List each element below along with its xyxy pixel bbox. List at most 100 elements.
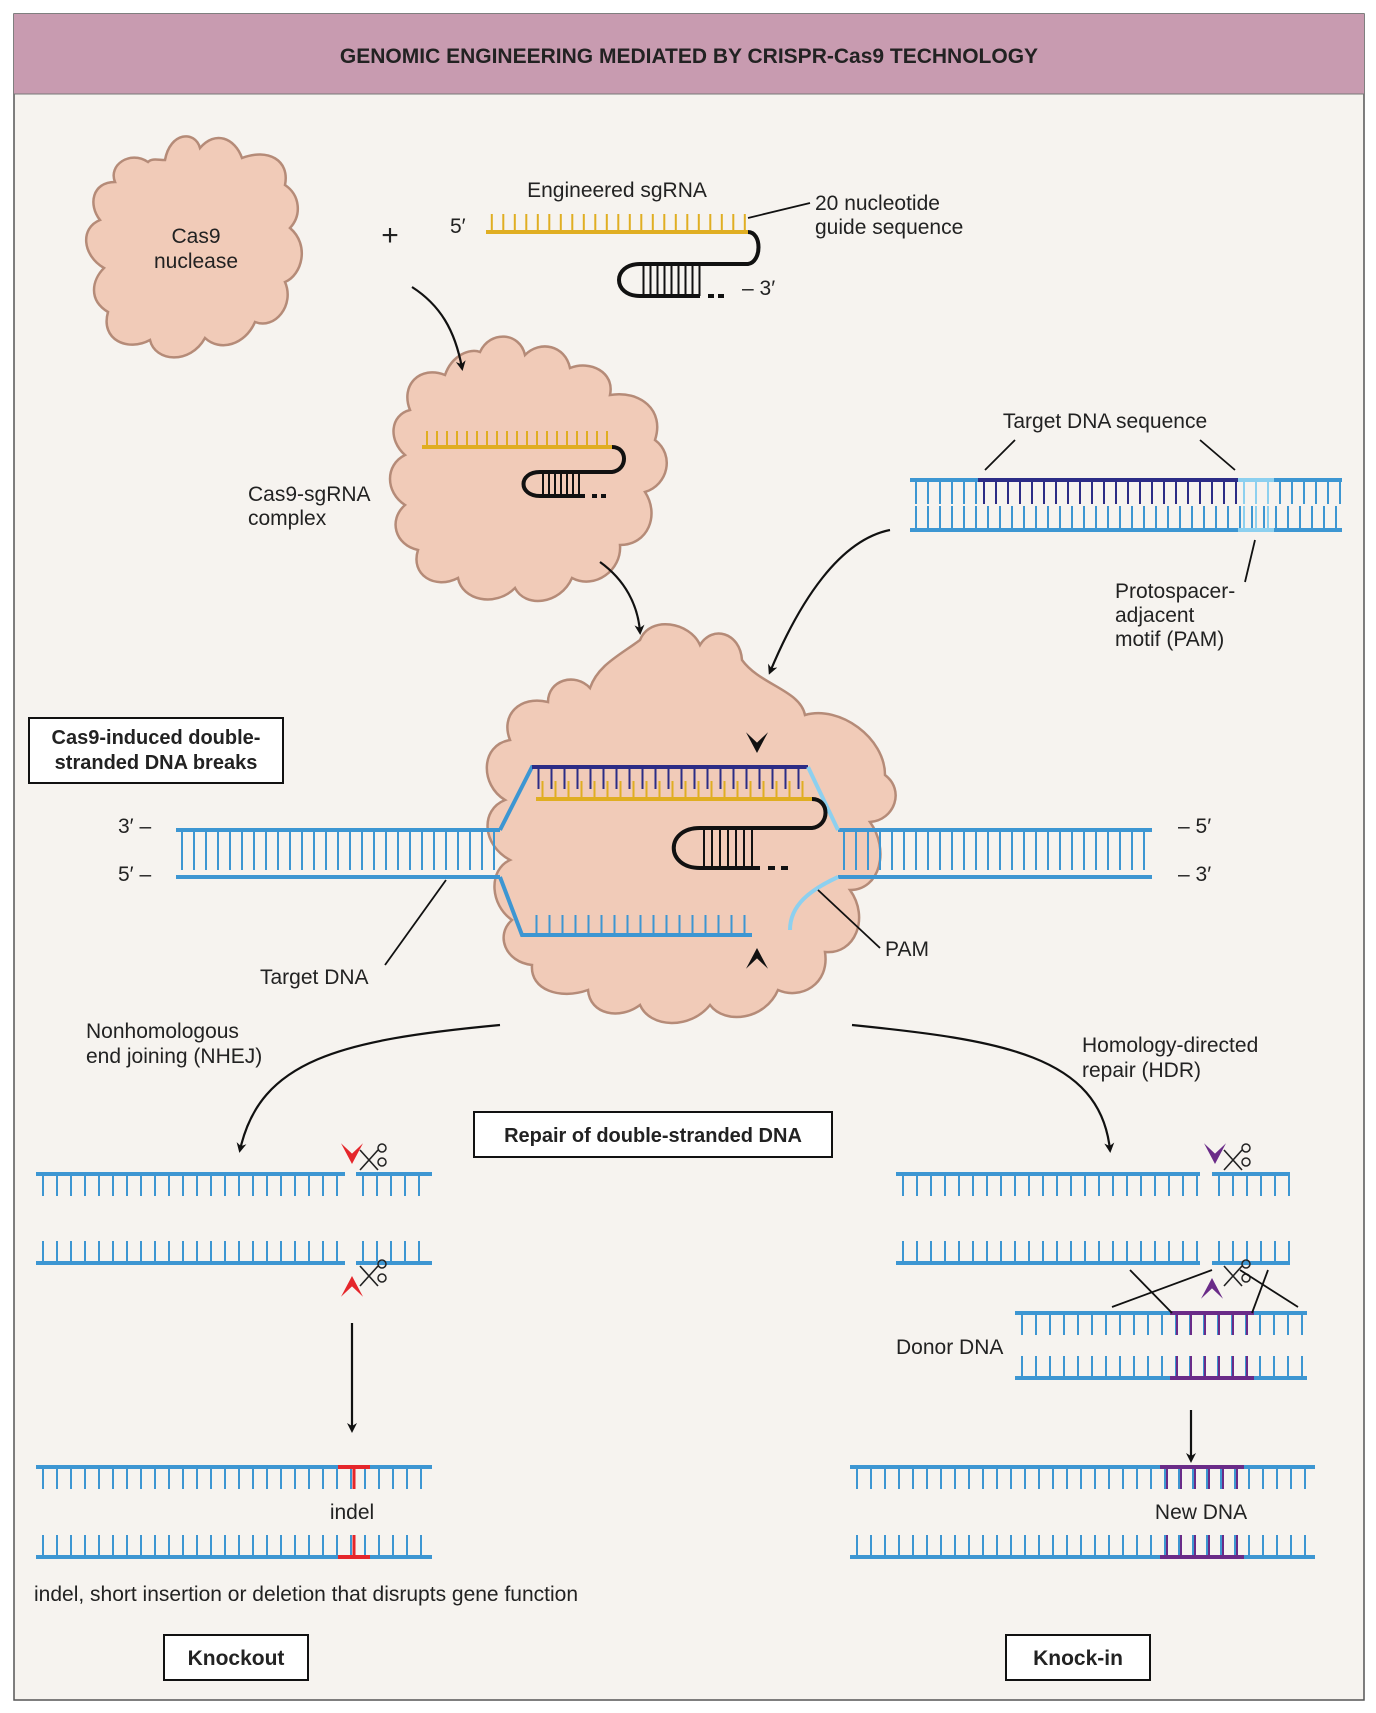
arrow-to-hdr	[851, 1023, 1115, 1153]
bound-sgrna-bases	[541, 781, 804, 799]
repair-box	[473, 1111, 833, 1158]
knockin-new-bottom-bases	[1166, 1535, 1238, 1557]
cas9-label-line2: nuclease	[154, 250, 238, 273]
complex-sgrna-bases	[426, 431, 608, 447]
crossover-d	[1239, 1269, 1299, 1308]
target-bottom-left-bases	[915, 506, 1337, 530]
open-bottom-pam	[788, 875, 839, 931]
knockin-label: Knock-in	[1033, 1647, 1123, 1670]
guide-label-line2: guide sequence	[815, 216, 963, 239]
target-top-left-bases	[915, 480, 977, 504]
crossover-a	[1129, 1269, 1173, 1314]
pam-central-leader	[817, 889, 881, 949]
cas9-nuclease-blob	[84, 135, 303, 359]
crossover-b	[1111, 1269, 1213, 1308]
nhej-scissors-top-ring-b	[377, 1157, 387, 1167]
indel-label: indel	[330, 1501, 374, 1524]
plus-sign: +	[381, 219, 399, 252]
complex-label-line2: complex	[248, 507, 327, 530]
sgrna-5prime-label: 5′	[450, 215, 466, 238]
target-dna-label: Target DNA	[260, 966, 369, 989]
guide-label-line1: 20 nucleotide	[815, 192, 940, 215]
complex-label-line1: Cas9-sgRNA	[248, 483, 371, 506]
knockout-top-bases	[42, 1467, 422, 1489]
breaks-label-line2: stranded DNA breaks	[55, 752, 258, 774]
arrow-target-to-complex	[768, 528, 891, 675]
open-bottom-strand-bases	[535, 915, 746, 935]
breaks-box	[28, 717, 284, 784]
nhej-label-line2: end joining (NHEJ)	[86, 1045, 262, 1068]
cut-arrowhead-bottom	[746, 948, 768, 969]
bound-sgrna-hairpin-bases	[703, 828, 753, 868]
central-top-right-bases	[843, 830, 1145, 870]
target-top-seq-bases	[983, 480, 1237, 504]
free-sgrna-hairpin	[617, 230, 761, 298]
nhej-scissors-bottom	[359, 1265, 379, 1287]
bound-sgrna-hairpin	[671, 797, 828, 870]
hdr-cut1-left-bases	[902, 1174, 1198, 1196]
free-sgrna-bases	[490, 214, 746, 232]
left-3prime-end: 3′ –	[118, 815, 151, 838]
hdr-arrowhead-top	[1204, 1143, 1226, 1164]
knockout-bottom-bases	[42, 1535, 422, 1557]
sgrna-3prime-label: – 3′	[742, 277, 775, 300]
knockin-top-bases	[856, 1467, 1306, 1489]
knockin-box	[1005, 1634, 1151, 1681]
nhej-scissors-bottom-ring-b	[377, 1273, 387, 1283]
indel-footnote: indel, short insertion or deletion that …	[34, 1583, 578, 1606]
nhej-label-line1: Nonhomologous	[86, 1020, 239, 1043]
open-bottom-strand	[498, 876, 752, 937]
target-seq-bracket-left	[984, 439, 1016, 471]
target-top-pam-bases	[1243, 480, 1269, 504]
donor-new-top-bases	[1176, 1313, 1248, 1335]
target-seq-bracket-right	[1199, 439, 1236, 471]
nhej-red-arrowhead-top	[341, 1143, 363, 1164]
free-sgrna-hairpin-bases	[642, 264, 701, 296]
breaks-label-line1: Cas9-induced double-	[52, 727, 261, 749]
left-5prime-end: 5′ –	[118, 863, 151, 886]
donor-new-bottom-bases	[1176, 1356, 1248, 1378]
arrow-to-nhej	[236, 1023, 501, 1153]
nhej-cut1-right-bases	[362, 1174, 420, 1196]
pam-label-line3: motif (PAM)	[1115, 628, 1224, 651]
guide-leader-line	[747, 202, 811, 219]
knockin-bottom-bases	[856, 1535, 1306, 1557]
open-target-strand-bases	[537, 767, 800, 789]
central-top-left-bases	[181, 830, 495, 870]
target-sequence-label: Target DNA sequence	[1003, 410, 1207, 433]
hdr-cut1-right-bases	[1218, 1174, 1290, 1196]
right-3prime-end: – 3′	[1178, 863, 1211, 886]
pam-label: PAM	[885, 938, 929, 961]
nhej-scissors-top	[359, 1149, 379, 1171]
repair-label: Repair of double-stranded DNA	[504, 1125, 802, 1147]
nhej-red-arrowhead-bottom	[341, 1276, 363, 1297]
new-dna-label: New DNA	[1155, 1501, 1247, 1524]
hdr-scissors-bottom-ring-a	[1241, 1259, 1251, 1269]
target-top-right-bases	[1279, 480, 1341, 504]
complex-sgrna-hairpin	[521, 445, 626, 498]
knockin-new-top-bases	[1166, 1467, 1238, 1489]
hdr-scissors-top-ring-a	[1241, 1143, 1251, 1153]
nhej-scissors-bottom-ring-a	[377, 1259, 387, 1269]
sgrna-label: Engineered sgRNA	[527, 179, 707, 202]
hdr-scissors-bottom	[1223, 1265, 1243, 1287]
nhej-cut2-left-bases	[42, 1241, 338, 1263]
hdr-scissors-top-ring-b	[1241, 1157, 1251, 1167]
donor-top-bases	[1021, 1313, 1303, 1335]
target-bottom-pam-bases	[1243, 506, 1269, 530]
cas9-sgrna-complex-blob	[388, 335, 668, 603]
diagram-title: GENOMIC ENGINEERING MEDIATED BY CRISPR-C…	[340, 45, 1038, 68]
hdr-scissors-top	[1223, 1149, 1243, 1171]
crossover-c	[1251, 1269, 1269, 1314]
pam-label-line2: adjacent	[1115, 604, 1195, 627]
complex-sgrna-hairpin-bases	[542, 472, 580, 496]
pam-leader-line	[1244, 539, 1256, 583]
hdr-cut2-left-bases	[902, 1241, 1198, 1263]
hdr-arrowhead-bottom	[1201, 1278, 1223, 1299]
cut-arrowhead-top	[746, 732, 768, 753]
hdr-cut2-right-bases	[1218, 1241, 1290, 1263]
nhej-cut2-right-bases	[362, 1241, 420, 1263]
knockout-label: Knockout	[188, 1647, 285, 1670]
nhej-scissors-top-ring-a	[377, 1143, 387, 1153]
